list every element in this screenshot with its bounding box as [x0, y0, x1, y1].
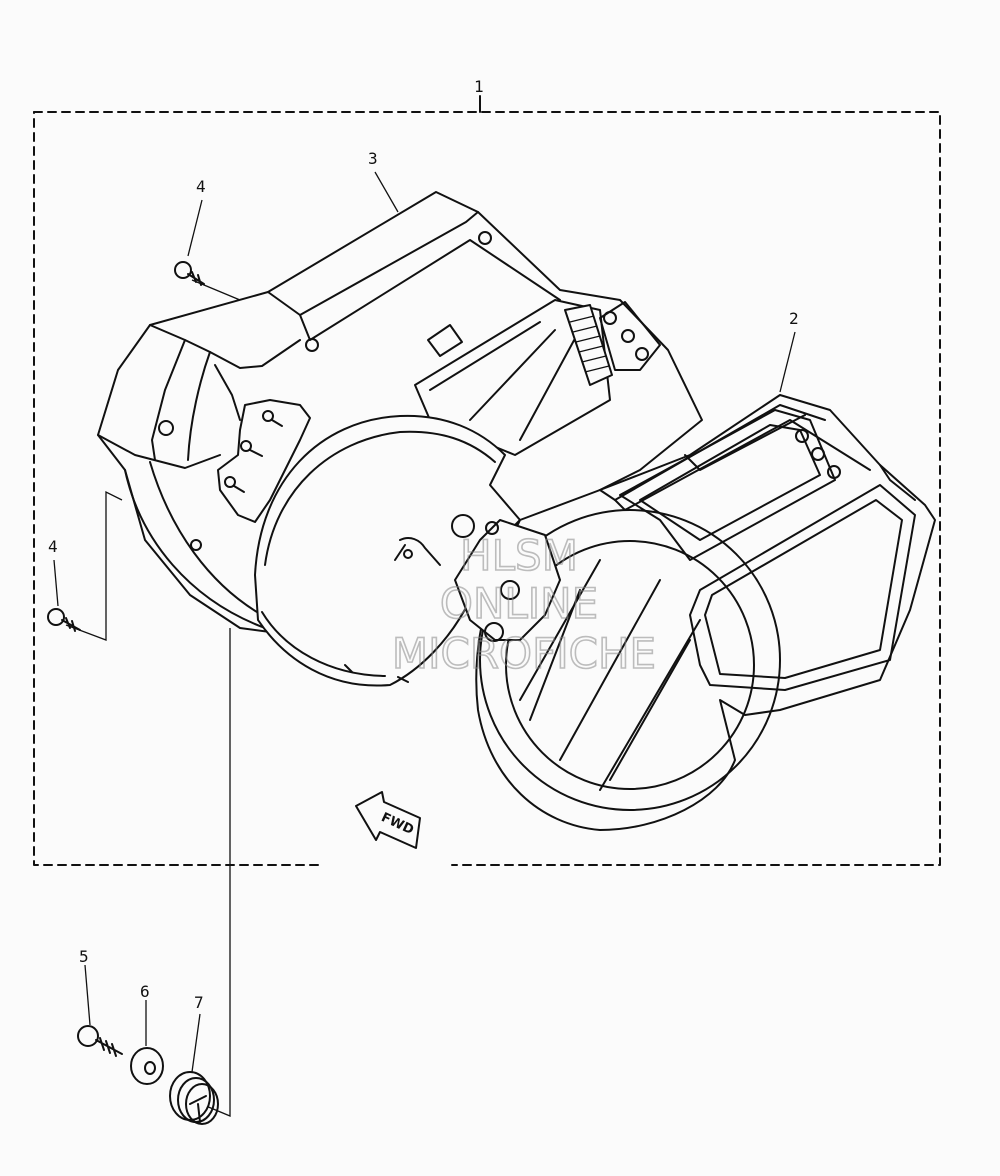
screw-part-4-lower — [47, 608, 81, 632]
meter-lens-part-2 — [454, 394, 936, 831]
leader-lines — [53, 171, 796, 1117]
forward-direction-arrow: FWD — [355, 791, 421, 849]
screw-part-5 — [77, 1025, 123, 1057]
callout-4-upper: 4 — [196, 177, 206, 196]
stud-low — [224, 476, 245, 493]
callout-2: 2 — [789, 309, 799, 328]
screw-part-4-upper — [174, 261, 205, 286]
watermark-line-1: HLSM — [460, 531, 578, 580]
assembly-boundary — [33, 95, 941, 866]
watermark-line-3: MICROFICHE — [392, 629, 656, 678]
stud-top — [262, 410, 283, 427]
callout-numbers: 1 2 3 4 4 5 6 7 — [48, 77, 799, 1012]
washer-part-6 — [130, 1047, 164, 1085]
callout-7: 7 — [194, 993, 204, 1012]
stud-mid — [240, 440, 263, 457]
callout-5: 5 — [79, 947, 89, 966]
grommet-part-7 — [169, 1071, 219, 1125]
watermark: HLSM ONLINE MICROFICHE — [391, 530, 657, 679]
callout-1: 1 — [474, 77, 484, 96]
callout-3: 3 — [368, 149, 378, 168]
callout-6: 6 — [140, 982, 150, 1001]
dial-plate — [254, 414, 521, 687]
watermark-line-2: ONLINE — [440, 579, 598, 628]
callout-4-lower: 4 — [48, 537, 58, 556]
